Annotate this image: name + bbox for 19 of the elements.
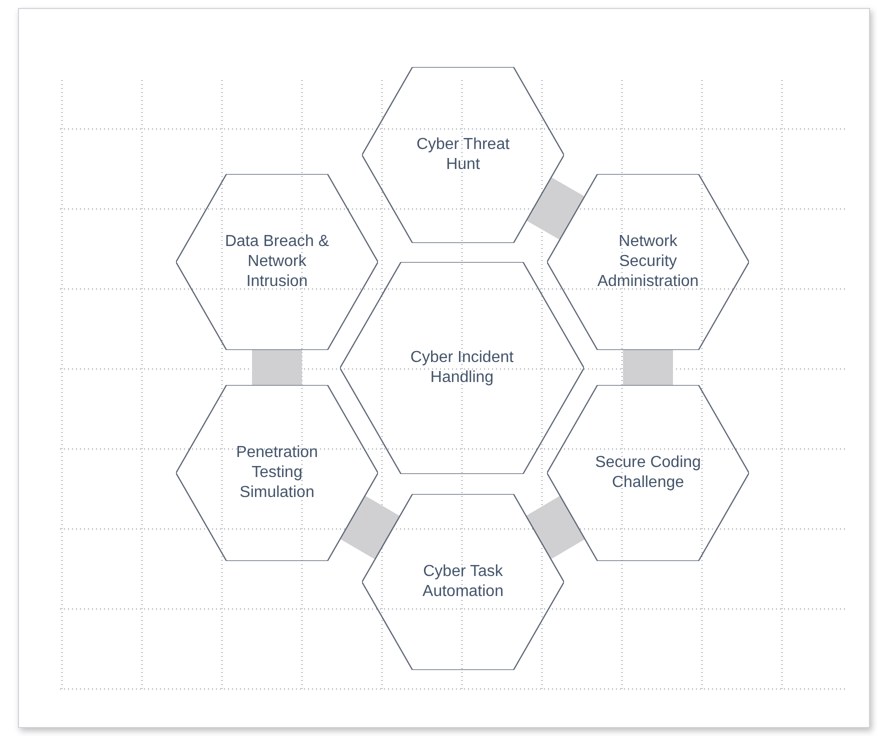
connector-band [526, 496, 586, 560]
node-label: Cyber Incident Handling [409, 348, 515, 388]
hexagon-node [340, 262, 584, 474]
connector-band [623, 350, 673, 385]
hexagon-node [176, 385, 378, 561]
hexagon-node [362, 494, 564, 670]
hexagon-node [547, 174, 749, 350]
node-label: Cyber Task Automation [422, 562, 504, 602]
node-label: Penetration Testing Simulation [235, 443, 319, 503]
connector-band [526, 177, 585, 240]
node-label: Secure Coding Challenge [594, 453, 702, 493]
hexagon-node [176, 174, 378, 350]
node-label: Data Breach & Network Intrusion [224, 232, 330, 292]
hexagon-node [547, 385, 749, 561]
node-label: Network Security Administration [596, 232, 700, 292]
connector-band [340, 496, 400, 560]
hexagon-node [362, 67, 564, 243]
connector-band [252, 350, 302, 385]
node-label: Cyber Threat Hunt [415, 135, 511, 175]
